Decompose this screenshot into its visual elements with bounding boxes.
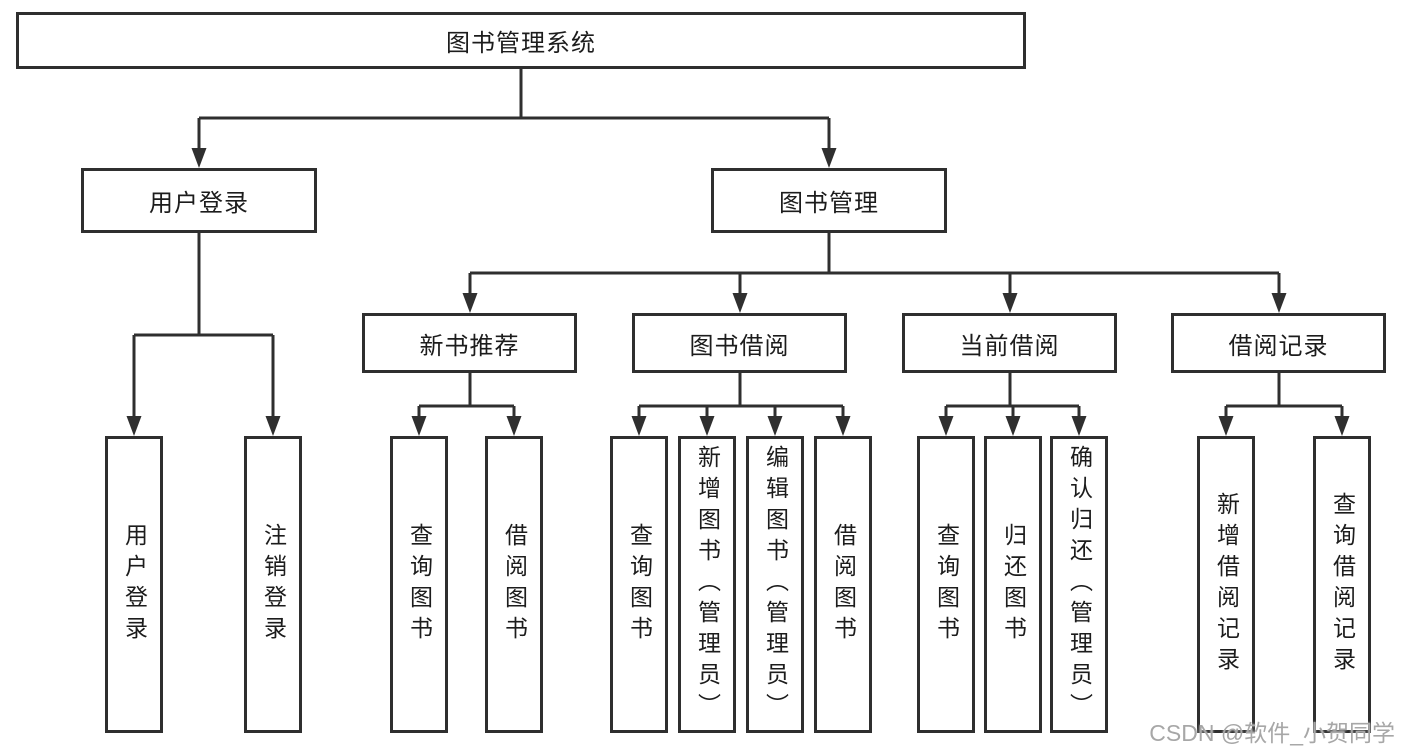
leaf-return-books-label: 归还图书 [1000,522,1027,647]
leaf-user-login: 用户登录 [105,436,163,733]
leaf-current-query-books-label: 查询图书 [933,522,960,647]
leaf-recommend-borrow-books-label: 借阅图书 [501,522,528,647]
node-book-management: 图书管理 [711,168,947,233]
leaf-add-borrow-record: 新增借阅记录 [1197,436,1255,733]
node-new-book-recommend-label: 新书推荐 [419,332,520,360]
csdn-watermark: CSDN @软件_小贺同学 [1149,720,1395,746]
leaf-edit-books-admin: 编辑图书（管理员） [746,436,804,733]
leaf-query-borrow-record-label: 查询借阅记录 [1329,491,1356,678]
node-book-borrowing: 图书借阅 [632,313,847,373]
leaf-logout: 注销登录 [244,436,302,733]
node-borrowing-records-label: 借阅记录 [1228,332,1329,360]
node-current-borrowing: 当前借阅 [902,313,1117,373]
leaf-confirm-return-admin-label: 确认归还（管理员） [1066,445,1093,724]
leaf-borrow-query-books-label: 查询图书 [626,522,653,647]
node-borrowing-records: 借阅记录 [1171,313,1386,373]
leaf-borrow-books-label: 借阅图书 [830,522,857,647]
leaf-add-borrow-record-label: 新增借阅记录 [1213,491,1240,678]
leaf-borrow-books: 借阅图书 [814,436,872,733]
node-user-login-label: 用户登录 [149,190,249,217]
leaf-confirm-return-admin: 确认归还（管理员） [1050,436,1108,733]
node-new-book-recommend: 新书推荐 [362,313,577,373]
node-book-borrowing-label: 图书借阅 [689,332,790,360]
leaf-borrow-query-books: 查询图书 [610,436,668,733]
node-book-management-label: 图书管理 [779,190,879,217]
leaf-user-login-label: 用户登录 [121,522,148,647]
leaf-recommend-query-books-label: 查询图书 [406,522,433,647]
node-user-login: 用户登录 [81,168,317,233]
leaf-recommend-borrow-books: 借阅图书 [485,436,543,733]
node-current-borrowing-label: 当前借阅 [959,332,1060,360]
leaf-return-books: 归还图书 [984,436,1042,733]
leaf-add-books-admin-label: 新增图书（管理员） [694,445,721,724]
leaf-query-borrow-record: 查询借阅记录 [1313,436,1371,733]
leaf-logout-label: 注销登录 [260,522,287,647]
node-library-system-label: 图书管理系统 [446,30,596,57]
leaf-add-books-admin: 新增图书（管理员） [678,436,736,733]
leaf-recommend-query-books: 查询图书 [390,436,448,733]
leaf-current-query-books: 查询图书 [917,436,975,733]
leaf-edit-books-admin-label: 编辑图书（管理员） [762,445,789,724]
node-library-system: 图书管理系统 [16,12,1026,69]
